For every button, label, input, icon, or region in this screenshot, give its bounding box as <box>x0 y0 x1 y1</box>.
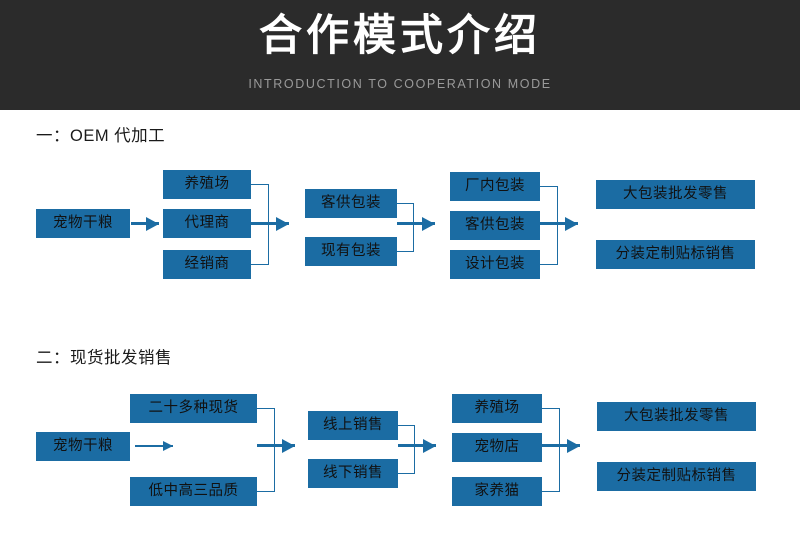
page-subtitle: INTRODUCTION TO COOPERATION MODE <box>248 77 552 91</box>
node-sales-bulk-wholesale-retail-2[interactable]: 大包装批发零售 <box>597 402 756 431</box>
connector-stem-c1-c2 <box>131 222 159 225</box>
arrowhead-c3-c4-2 <box>423 438 436 453</box>
bracket-top-c2-2 <box>257 408 274 409</box>
connector-stem-c4-c5 <box>540 222 578 225</box>
arrowhead-c4-c5-2 <box>567 438 580 453</box>
connector-stem-c3-c4 <box>397 222 435 225</box>
flow-diagram-oem: 宠物干粮 养殖场 代理商 经销商 客供包装 现有包装 厂内包装 客供包装 设计包… <box>0 110 800 325</box>
bracket-top-c3-2 <box>398 425 414 426</box>
bracket-bottom-c3-2 <box>398 473 414 474</box>
flow-diagram-spot-wholesale: 宠物干粮 二十多种现货 低中高三品质 线上销售 线下销售 养殖场 宠物店 家养猫 <box>0 332 800 547</box>
node-customer-breeding-farm[interactable]: 养殖场 <box>452 394 542 423</box>
bracket-bottom-c2-2 <box>257 491 274 492</box>
connector-stem-c1-c2-2 <box>135 445 173 447</box>
node-sales-repack-custom-label-2[interactable]: 分装定制贴标销售 <box>597 462 756 491</box>
bracket-spine-c3 <box>413 203 414 252</box>
bracket-spine-c4-2 <box>559 408 560 492</box>
node-stock-three-quality-grades[interactable]: 低中高三品质 <box>130 477 257 506</box>
node-source-pet-dry-food[interactable]: 宠物干粮 <box>36 209 130 238</box>
node-channel-online-sales[interactable]: 线上销售 <box>308 411 398 440</box>
node-channel-breeding-farm[interactable]: 养殖场 <box>163 170 251 199</box>
node-supply-existing-packaging[interactable]: 现有包装 <box>305 237 397 266</box>
page-title: 合作模式介绍 <box>259 12 541 60</box>
connector-stem-c2-c3 <box>251 222 289 225</box>
bracket-top-c4-2 <box>542 408 559 409</box>
bracket-bottom-c3 <box>397 251 413 252</box>
section-heading-oem: 一：OEM 代加工 <box>36 127 166 145</box>
arrowhead-c2-c3 <box>276 216 289 231</box>
section-spot-wholesale: 二：现货批发销售 宠物干粮 二十多种现货 低中高三品质 线上销售 线下销售 养殖… <box>0 332 800 540</box>
node-customer-pet-shop[interactable]: 宠物店 <box>452 433 542 462</box>
node-packaging-customer-supplied[interactable]: 客供包装 <box>450 211 540 240</box>
bracket-spine-c4 <box>557 186 558 265</box>
node-customer-house-cat[interactable]: 家养猫 <box>452 477 542 506</box>
section-oem: 一：OEM 代加工 宠物干粮 养殖场 代理商 经销商 客供包装 现有包装 厂内包… <box>0 110 800 325</box>
node-stock-twenty-plus-varieties[interactable]: 二十多种现货 <box>130 394 257 423</box>
node-packaging-designed[interactable]: 设计包装 <box>450 250 540 279</box>
arrowhead-c4-c5 <box>565 216 578 231</box>
section-heading-spot-wholesale: 二：现货批发销售 <box>36 349 172 367</box>
node-channel-distributor[interactable]: 经销商 <box>163 250 251 279</box>
connector-stem-c2-c3-2 <box>257 444 295 447</box>
bracket-bottom-c2 <box>251 264 268 265</box>
bracket-top-c2 <box>251 184 268 185</box>
arrowhead-c1-c2-2 <box>163 441 173 451</box>
bracket-top-c4 <box>540 186 557 187</box>
bracket-spine-c2-2 <box>274 408 275 492</box>
node-channel-agent[interactable]: 代理商 <box>163 209 251 238</box>
arrowhead-c3-c4 <box>422 216 435 231</box>
node-packaging-in-factory[interactable]: 厂内包装 <box>450 172 540 201</box>
node-source-pet-dry-food-2[interactable]: 宠物干粮 <box>36 432 130 461</box>
page-header-banner: 合作模式介绍 INTRODUCTION TO COOPERATION MODE <box>0 0 800 110</box>
node-sales-bulk-wholesale-retail[interactable]: 大包装批发零售 <box>596 180 755 209</box>
node-sales-repack-custom-label[interactable]: 分装定制贴标销售 <box>596 240 755 269</box>
arrowhead-c1-c2 <box>146 216 159 231</box>
bracket-bottom-c4 <box>540 264 557 265</box>
bracket-bottom-c4-2 <box>542 491 559 492</box>
node-channel-offline-sales[interactable]: 线下销售 <box>308 459 398 488</box>
bracket-spine-c3-2 <box>414 425 415 474</box>
connector-stem-c3-c4-2 <box>398 444 436 447</box>
connector-stem-c4-c5-2 <box>542 444 580 447</box>
bracket-top-c3 <box>397 203 413 204</box>
arrowhead-c2-c3-2 <box>282 438 295 453</box>
node-supply-customer-packaging[interactable]: 客供包装 <box>305 189 397 218</box>
